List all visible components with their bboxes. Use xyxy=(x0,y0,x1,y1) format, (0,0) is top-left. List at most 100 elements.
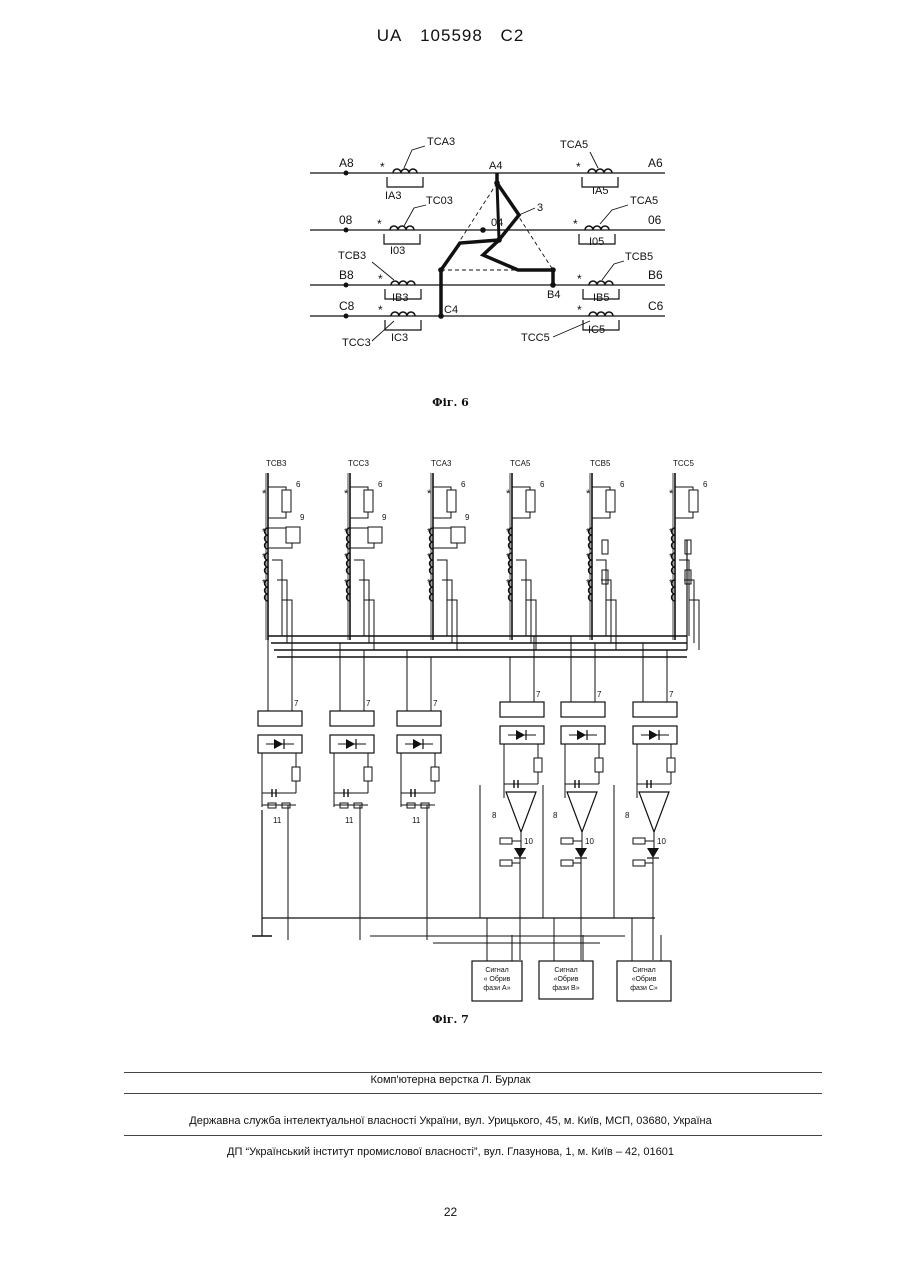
wire xyxy=(433,543,457,548)
footer-divider xyxy=(124,1093,822,1094)
wire xyxy=(592,512,610,518)
resistor-6 xyxy=(526,490,535,512)
polarity-star: * xyxy=(262,578,266,589)
figure-7-caption: Фіг. 7 xyxy=(0,1013,901,1026)
reference-numeral: 8 xyxy=(553,811,558,820)
wire xyxy=(272,560,282,636)
resistor-6 xyxy=(689,490,698,512)
wire xyxy=(268,512,286,518)
polarity-star: * xyxy=(427,488,432,500)
signal-text: Сигнал xyxy=(485,967,508,974)
summing-block-7 xyxy=(330,711,374,726)
wire xyxy=(675,512,693,518)
reference-numeral: 7 xyxy=(536,690,541,699)
reference-numeral: 10 xyxy=(657,837,666,846)
wire xyxy=(268,543,292,548)
resistor xyxy=(667,758,675,772)
diode-10 xyxy=(575,848,587,858)
diode-10 xyxy=(514,848,526,858)
polarity-star: * xyxy=(669,488,674,500)
resistor xyxy=(633,838,645,844)
resistor-6 xyxy=(282,490,291,512)
polarity-star: * xyxy=(586,552,590,563)
reference-numeral: 6 xyxy=(703,480,708,489)
reference-numeral: 7 xyxy=(433,699,438,708)
reference-numeral: 10 xyxy=(524,837,533,846)
polarity-star: * xyxy=(344,488,349,500)
diode-10 xyxy=(647,848,659,858)
polarity-star: * xyxy=(427,527,431,538)
wire xyxy=(350,543,374,548)
figure-7-diagram: TCB36****9TCC36****9TCA36****9TCA56****T… xyxy=(0,0,901,1040)
polarity-star: * xyxy=(586,488,591,500)
polarity-star: * xyxy=(506,488,511,500)
resistor xyxy=(431,767,439,781)
reference-numeral: 9 xyxy=(382,513,387,522)
signal-text: фази А» xyxy=(483,985,510,992)
relay-9 xyxy=(685,570,691,584)
reference-numeral: 6 xyxy=(461,480,466,489)
polarity-star: * xyxy=(344,527,348,538)
reference-numeral: 11 xyxy=(412,816,421,825)
resistor-6 xyxy=(606,490,615,512)
polarity-star: * xyxy=(427,552,431,563)
summing-block-7 xyxy=(397,711,441,726)
transformer-label: TCB3 xyxy=(266,459,287,468)
signal-text: фази В» xyxy=(552,985,579,992)
wire xyxy=(516,560,526,636)
polarity-star: * xyxy=(669,552,673,563)
relay-9 xyxy=(451,527,465,543)
resistor xyxy=(561,860,573,866)
resistor xyxy=(561,838,573,844)
wire xyxy=(350,512,368,518)
relay-9 xyxy=(286,527,300,543)
footer-institute: ДП “Український інститут промислової вла… xyxy=(0,1146,901,1158)
polarity-star: * xyxy=(427,578,431,589)
reference-numeral: 11 xyxy=(273,816,282,825)
resistor xyxy=(364,767,372,781)
reference-numeral: 6 xyxy=(296,480,301,489)
footer-office: Державна служба інтелектуальної власност… xyxy=(0,1115,901,1127)
signal-text: Сигнал xyxy=(632,967,655,974)
polarity-star: * xyxy=(586,527,590,538)
polarity-star: * xyxy=(506,527,510,538)
polarity-star: * xyxy=(669,527,673,538)
polarity-star: * xyxy=(262,488,267,500)
signal-text: Сигнал xyxy=(554,967,577,974)
polarity-star: * xyxy=(262,552,266,563)
comparator-8 xyxy=(506,792,536,832)
comparator-8 xyxy=(567,792,597,832)
transformer-label: TCB5 xyxy=(590,459,611,468)
reference-numeral: 9 xyxy=(300,513,305,522)
summing-block-7 xyxy=(500,702,544,717)
reference-numeral: 7 xyxy=(294,699,299,708)
transformer-label: TCC3 xyxy=(348,459,369,468)
signal-text: «Обрив xyxy=(632,975,657,983)
summing-block-7 xyxy=(633,702,677,717)
footer-composer: Комп'ютерна верстка Л. Бурлак xyxy=(0,1074,901,1086)
relay-9 xyxy=(602,540,608,554)
reference-numeral: 9 xyxy=(465,513,470,522)
summing-block-7 xyxy=(561,702,605,717)
resistor xyxy=(292,767,300,781)
polarity-star: * xyxy=(669,578,673,589)
footer-divider xyxy=(124,1072,822,1073)
comparator-8 xyxy=(639,792,669,832)
resistor xyxy=(500,838,512,844)
reference-numeral: 10 xyxy=(585,837,594,846)
reference-numeral: 6 xyxy=(540,480,545,489)
relay-9 xyxy=(602,570,608,584)
summing-block-7 xyxy=(258,711,302,726)
polarity-star: * xyxy=(586,578,590,589)
reference-numeral: 11 xyxy=(345,816,354,825)
transformer-label: TCA5 xyxy=(510,459,531,468)
transformer-label: TCC5 xyxy=(673,459,694,468)
resistor-6 xyxy=(364,490,373,512)
reference-numeral: 7 xyxy=(597,690,602,699)
footer-divider xyxy=(124,1135,822,1136)
signal-text: фази С» xyxy=(630,985,658,992)
reference-numeral: 6 xyxy=(378,480,383,489)
wire xyxy=(354,560,364,636)
relay-9 xyxy=(368,527,382,543)
polarity-star: * xyxy=(344,578,348,589)
